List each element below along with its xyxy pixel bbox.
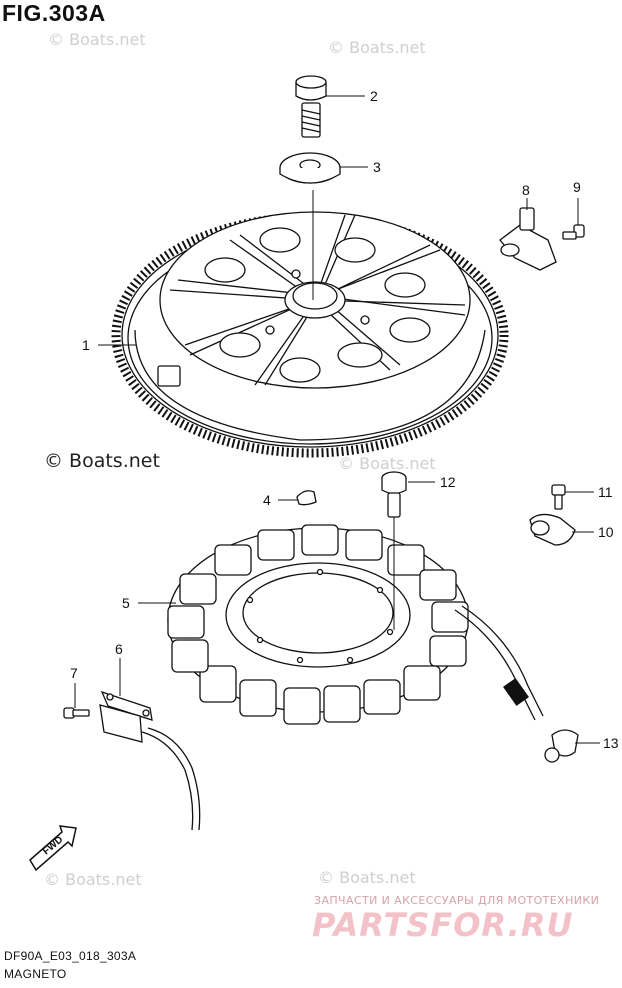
callout-2: 2 bbox=[370, 88, 378, 104]
flywheel-bolt-part bbox=[295, 75, 327, 138]
pulser-coil-part bbox=[99, 690, 201, 831]
callout-10: 10 bbox=[598, 524, 614, 540]
figure-title: FIG.303A bbox=[2, 0, 106, 26]
watermark-top-right: © Boats.net bbox=[328, 38, 426, 57]
shop-logo: PARTSFOR.RU bbox=[312, 906, 574, 944]
callout-4: 4 bbox=[263, 492, 271, 508]
stator-bolt-part bbox=[381, 471, 407, 518]
harness-clamp-part bbox=[544, 729, 579, 763]
shop-caption: ЗАПЧАСТИ И АКСЕССУАРЫ ДЛЯ МОТОТЕХНИКИ bbox=[314, 894, 600, 907]
leader-lines bbox=[74, 95, 600, 744]
sensor-part bbox=[499, 207, 557, 271]
callout-12: 12 bbox=[440, 474, 456, 490]
washer-part bbox=[279, 152, 341, 184]
sensor-bolt-part bbox=[562, 224, 585, 240]
watermark-bottom-left: © Boats.net bbox=[44, 870, 142, 889]
stator-part bbox=[167, 524, 544, 725]
fwd-arrow-icon: FWD bbox=[29, 825, 77, 872]
callout-7: 7 bbox=[70, 665, 78, 681]
callout-6: 6 bbox=[115, 641, 123, 657]
watermark-bottom-right: © Boats.net bbox=[318, 868, 416, 887]
watermark-top-left: © Boats.net bbox=[48, 30, 146, 49]
flywheel-part bbox=[111, 211, 509, 458]
watermark-large: © Boats.net bbox=[44, 450, 160, 472]
callout-5: 5 bbox=[122, 595, 130, 611]
key-part bbox=[296, 490, 317, 506]
callout-13: 13 bbox=[603, 735, 619, 751]
callout-3: 3 bbox=[373, 159, 381, 175]
group-name: MAGNETO bbox=[4, 967, 67, 981]
screw-part bbox=[63, 707, 90, 719]
watermark-mid-right: © Boats.net bbox=[338, 454, 436, 473]
clamp-part bbox=[529, 513, 576, 546]
callout-1: 1 bbox=[82, 337, 90, 353]
callout-8: 8 bbox=[522, 182, 530, 198]
model-code: DF90A_E03_018_303A bbox=[4, 949, 137, 963]
callout-9: 9 bbox=[573, 179, 581, 195]
callout-11: 11 bbox=[598, 484, 613, 500]
clamp-bolt-part bbox=[551, 484, 566, 510]
